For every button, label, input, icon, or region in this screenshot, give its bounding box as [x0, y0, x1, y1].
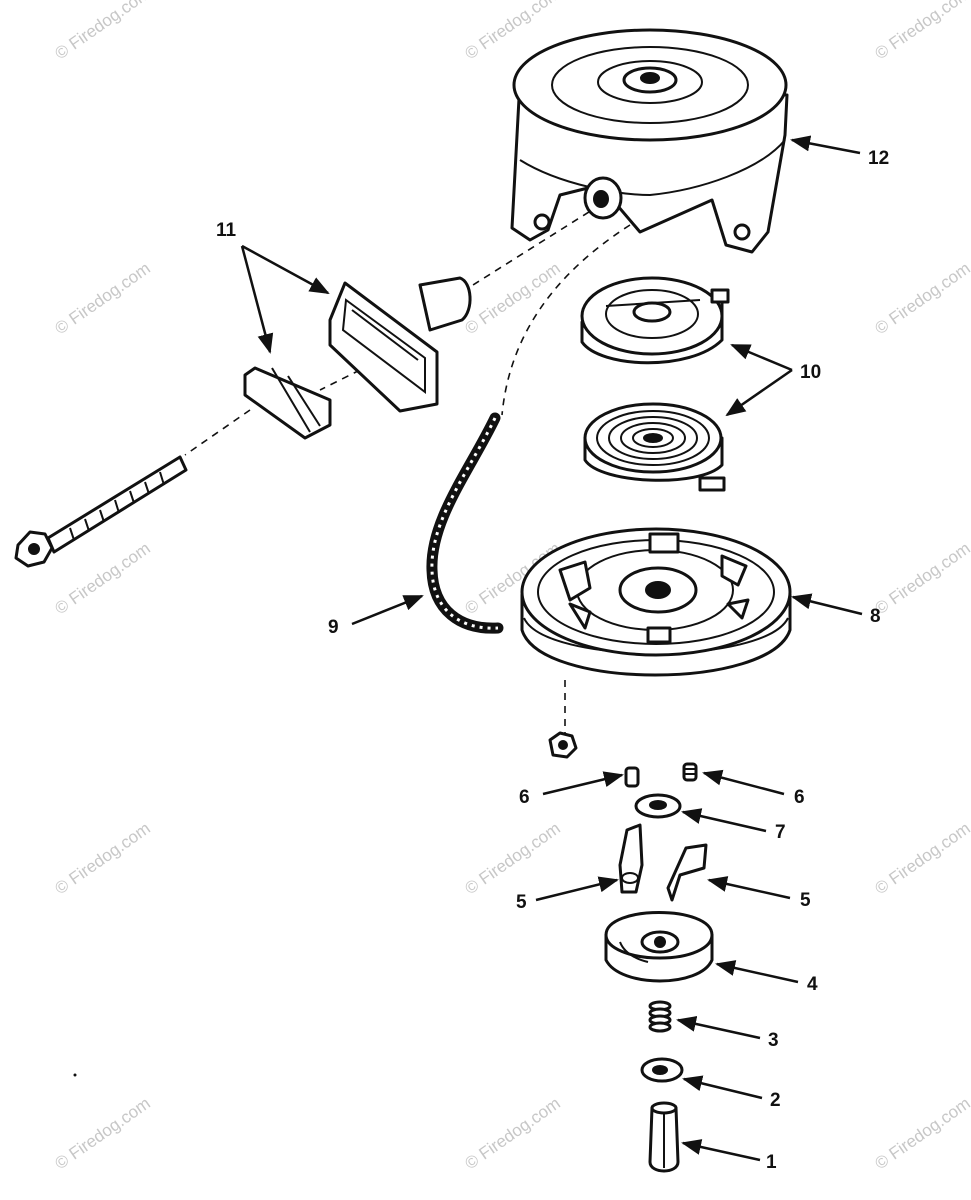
watermark-text: © Firedog.com [51, 1094, 153, 1174]
part-6-pawl-springs [624, 762, 698, 788]
part-12-starter-housing [510, 28, 789, 254]
watermark-text: © Firedog.com [51, 259, 153, 339]
watermark-text: © Firedog.com [461, 1094, 563, 1174]
callout-7: 7 [775, 822, 786, 843]
callout-5-right: 5 [800, 890, 811, 911]
callout-2: 2 [770, 1090, 781, 1111]
watermark-text: © Firedog.com [51, 819, 153, 899]
callout-9: 9 [328, 617, 339, 638]
callout-3: 3 [768, 1030, 779, 1051]
callout-6-right: 6 [794, 787, 805, 808]
small-nut [548, 731, 578, 759]
watermark-text: © Firedog.com [871, 0, 971, 63]
watermark-text: © Firedog.com [871, 819, 971, 899]
watermark-text: © Firedog.com [461, 819, 563, 899]
part-1-pin [648, 1101, 680, 1173]
part-2-washer [640, 1057, 684, 1083]
callout-6-left: 6 [519, 787, 530, 808]
starter-bolt [14, 455, 188, 568]
stray-dot [73, 1073, 77, 1077]
assembly-lines [184, 204, 631, 735]
callout-8: 8 [870, 606, 881, 627]
part-10-spring-and-cup [580, 276, 730, 492]
callout-12: 12 [868, 148, 889, 169]
part-4-retainer [604, 911, 714, 983]
watermark-text: © Firedog.com [871, 1094, 971, 1174]
callout-leaders [240, 135, 863, 1162]
watermark-text: © Firedog.com [51, 539, 153, 619]
callout-10: 10 [800, 362, 821, 383]
part-11-starter-handle [243, 276, 472, 440]
watermark-text: © Firedog.com [51, 0, 153, 63]
watermark-text: © Firedog.com [871, 539, 971, 619]
callout-1: 1 [766, 1152, 777, 1173]
callout-labels: 12 11 10 9 8 6 6 7 5 5 4 3 2 1 [216, 148, 889, 1173]
part-5-pawls [618, 823, 708, 902]
part-7-washer [634, 793, 682, 819]
watermark-layer: © Firedog.com © Firedog.com © Firedog.co… [51, 0, 971, 1173]
callout-5-left: 5 [516, 892, 527, 913]
callout-11: 11 [216, 220, 237, 241]
callout-4: 4 [807, 974, 818, 995]
part-8-pulley [520, 527, 792, 677]
watermark-text: © Firedog.com [871, 259, 971, 339]
part-3-spring [648, 1000, 672, 1033]
part-9-starter-rope [426, 412, 504, 634]
